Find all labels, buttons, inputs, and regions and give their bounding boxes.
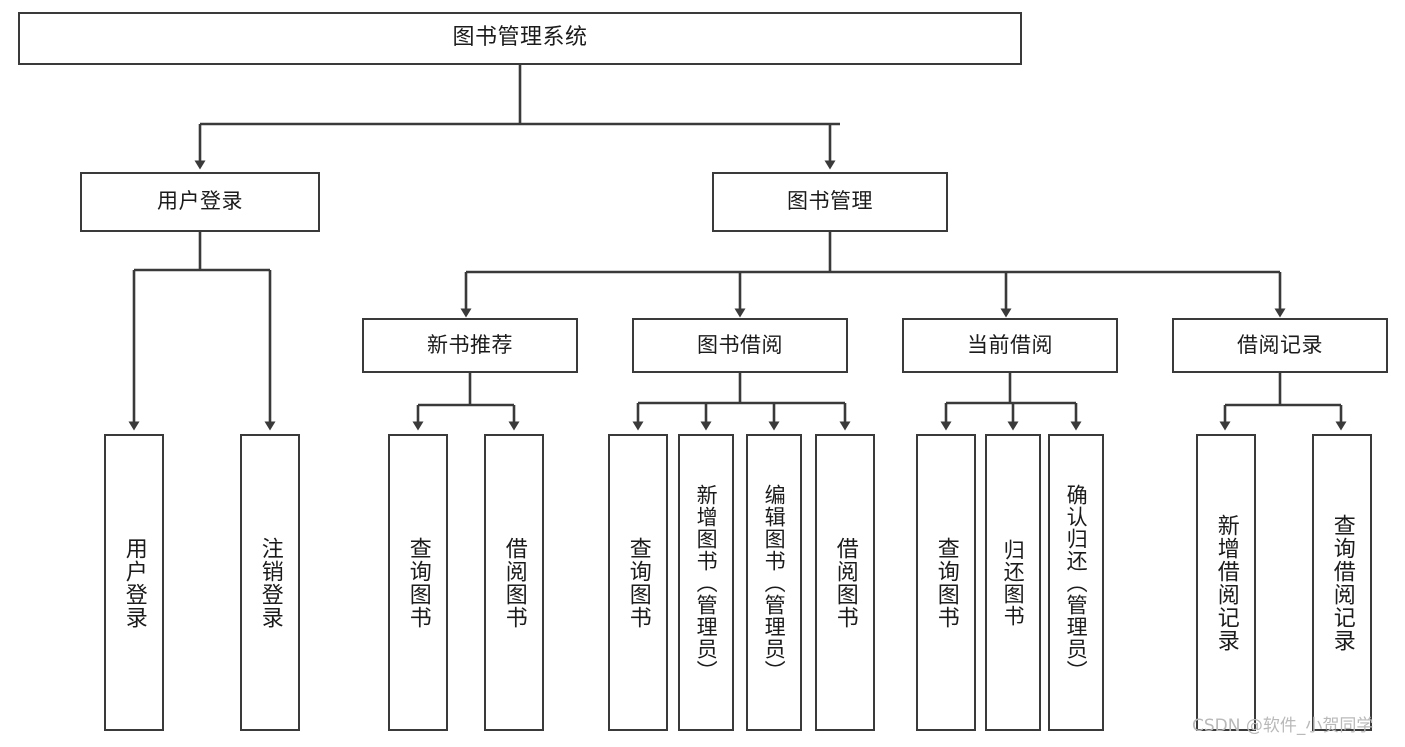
node-root-system[interactable]: 图书管理系统: [18, 12, 1022, 65]
node-borrow-record[interactable]: 借阅记录: [1172, 318, 1388, 373]
leaf-query-book-current[interactable]: 查询图书: [916, 434, 976, 731]
leaf-user-login-label: 用户登录: [121, 536, 147, 629]
leaf-query-borrow-record[interactable]: 查询借阅记录: [1312, 434, 1372, 731]
node-book-borrow[interactable]: 图书借阅: [632, 318, 848, 373]
leaf-query-book-borrow[interactable]: 查询图书: [608, 434, 668, 731]
leaf-add-borrow-record-label: 新增借阅记录: [1213, 513, 1239, 652]
node-new-book-recommend[interactable]: 新书推荐: [362, 318, 578, 373]
leaf-confirm-return-label: 确认归还（管理员）: [1064, 483, 1089, 682]
node-book-borrow-label: 图书借阅: [697, 332, 783, 357]
node-book-management-label: 图书管理: [787, 189, 873, 214]
leaf-confirm-return[interactable]: 确认归还（管理员）: [1048, 434, 1104, 731]
leaf-edit-book[interactable]: 编辑图书（管理员）: [746, 434, 802, 731]
leaf-query-book-current-label: 查询图书: [933, 536, 959, 629]
leaf-query-book-recommend-label: 查询图书: [405, 536, 431, 629]
leaf-add-book-label: 新增图书（管理员）: [694, 483, 719, 682]
leaf-edit-book-label: 编辑图书（管理员）: [762, 483, 787, 682]
node-user-login[interactable]: 用户登录: [80, 172, 320, 232]
leaf-query-book-recommend[interactable]: 查询图书: [388, 434, 448, 731]
leaf-add-book[interactable]: 新增图书（管理员）: [678, 434, 734, 731]
leaf-user-login[interactable]: 用户登录: [104, 434, 164, 731]
leaf-add-borrow-record[interactable]: 新增借阅记录: [1196, 434, 1256, 731]
leaf-logout-login[interactable]: 注销登录: [240, 434, 300, 731]
node-root-label: 图书管理系统: [452, 25, 588, 51]
leaf-borrow-book-label: 借阅图书: [832, 536, 858, 629]
node-current-borrow-label: 当前借阅: [967, 332, 1053, 357]
leaf-return-book[interactable]: 归还图书: [985, 434, 1041, 731]
leaf-query-borrow-record-label: 查询借阅记录: [1329, 513, 1355, 652]
leaf-query-book-borrow-label: 查询图书: [625, 536, 651, 629]
csdn-watermark: CSDN @软件_小贺同学: [1192, 716, 1374, 736]
node-current-borrow[interactable]: 当前借阅: [902, 318, 1118, 373]
leaf-borrow-book-recommend[interactable]: 借阅图书: [484, 434, 544, 731]
leaf-return-book-label: 归还图书: [1001, 538, 1026, 627]
node-borrow-record-label: 借阅记录: [1237, 332, 1323, 357]
node-user-login-label: 用户登录: [157, 189, 243, 214]
leaf-borrow-book-recommend-label: 借阅图书: [501, 536, 527, 629]
leaf-borrow-book[interactable]: 借阅图书: [815, 434, 875, 731]
leaf-logout-login-label: 注销登录: [257, 536, 283, 629]
node-book-management[interactable]: 图书管理: [712, 172, 948, 232]
node-new-book-recommend-label: 新书推荐: [427, 332, 513, 357]
